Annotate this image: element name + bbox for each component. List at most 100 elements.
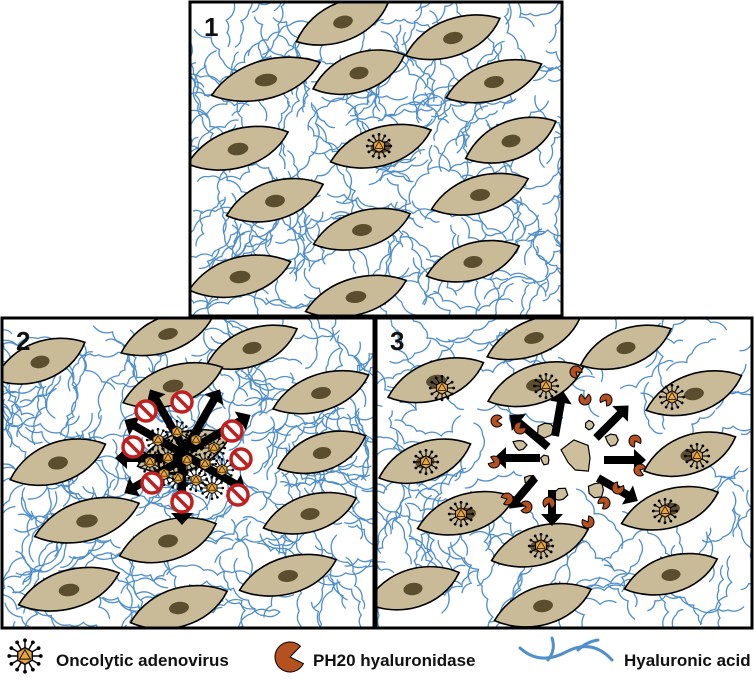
virus-capsid-facet	[172, 427, 182, 435]
ha-fiber	[483, 275, 547, 300]
ha-fiber	[2, 414, 43, 444]
virus-capsid-facet	[159, 469, 169, 477]
virus-knob	[220, 492, 223, 495]
virus-capsid-facet	[191, 435, 201, 443]
virus-knob	[383, 134, 387, 138]
ha-fiber	[344, 517, 374, 525]
legend: Oncolytic adenovirus PH20 hyaluronidase …	[7, 636, 751, 674]
virus-knob	[658, 395, 662, 399]
virus-knob	[367, 138, 371, 142]
virus-capsid	[206, 481, 218, 495]
ha-fiber	[433, 77, 455, 141]
virus-capsid-facet	[421, 456, 431, 465]
cell-nucleus	[470, 189, 490, 201]
ha-fiber	[716, 564, 725, 628]
virus-knob	[222, 452, 225, 455]
virus-knob	[162, 461, 166, 465]
tumor-cell	[190, 254, 292, 299]
enzyme-body	[513, 421, 527, 435]
tumor-cell	[262, 491, 358, 535]
virus-knob	[151, 429, 154, 432]
virus-knob	[189, 448, 192, 451]
oncolytic-adenovirus-icon	[412, 448, 440, 476]
ha-fiber	[354, 408, 370, 481]
ha-fiber	[300, 195, 326, 265]
tumor-cell	[17, 566, 121, 612]
ha-fiber	[92, 457, 132, 480]
virus-knob	[162, 429, 165, 432]
virus-knob	[434, 396, 438, 400]
tumor-cell	[425, 239, 521, 283]
cell-nucleus	[278, 570, 298, 582]
virus-knob	[194, 449, 198, 453]
virus-knob	[676, 385, 680, 389]
ha-fiber	[190, 248, 220, 259]
virus-knob	[214, 462, 218, 466]
ha-fiber	[557, 115, 562, 120]
virus-knob	[430, 392, 434, 396]
virus-capsid-facet	[217, 465, 227, 473]
virus-knob	[664, 405, 668, 409]
virus-knob	[215, 459, 218, 462]
virus-knob	[167, 438, 171, 442]
virus-knob	[189, 469, 192, 472]
ha-fiber	[328, 560, 374, 578]
pac-enzyme-icon	[542, 496, 556, 510]
virus-knob	[205, 496, 208, 499]
ha-fiber	[516, 2, 535, 28]
oncolytic-adenovirus-icon	[365, 132, 393, 160]
ha-fiber	[542, 194, 562, 205]
virus-knob	[201, 481, 204, 484]
virus-knob	[465, 522, 469, 526]
arrow-shape	[171, 455, 193, 525]
ha-fiber	[31, 605, 58, 628]
virus-capsid	[436, 381, 448, 395]
virus-knob	[212, 435, 216, 439]
virus-capsid-facet	[536, 540, 546, 549]
virus-knob	[148, 449, 152, 453]
virus-knob	[204, 444, 207, 447]
cells-panel-2	[2, 318, 370, 628]
enzyme-body	[487, 455, 501, 469]
ha-fiber	[190, 109, 209, 119]
virus-knob	[424, 472, 428, 476]
virus-knob	[230, 474, 233, 477]
virus-knob	[30, 640, 35, 645]
virus-knob	[209, 468, 213, 472]
virus-knob	[168, 482, 171, 485]
cell-nucleus	[403, 582, 423, 596]
ha-fiber	[376, 364, 425, 385]
tumor-cell	[190, 125, 290, 171]
blocked-sign	[140, 471, 164, 495]
ha-fiber	[450, 541, 494, 628]
virus-knob	[434, 376, 438, 380]
virus-capsid-facet	[182, 455, 192, 463]
legend-label-ha: Hyaluronic acid	[624, 651, 751, 670]
ha-fiber	[195, 210, 205, 247]
cell-nucleus	[616, 341, 636, 355]
tumor-cell	[304, 274, 408, 316]
ha-fiber	[557, 157, 562, 201]
ha-fiber	[606, 583, 636, 620]
virus-knob	[191, 468, 194, 471]
spread-arrow	[508, 475, 539, 509]
virus-capsid	[172, 471, 184, 485]
ha-fiber	[120, 345, 137, 420]
panel-label-1: 1	[204, 12, 218, 42]
oncolytic-adenovirus-icon	[174, 447, 200, 473]
ha-fiber	[732, 489, 752, 537]
ha-fiber	[553, 182, 562, 254]
pac-enzyme-icon	[490, 414, 503, 428]
ha-fiber	[202, 491, 271, 524]
ha-fiber	[225, 2, 236, 48]
ha-fiber	[67, 351, 94, 392]
ha-fiber	[437, 540, 473, 594]
virus-cluster-panel-2	[115, 389, 253, 525]
blocked-slash	[173, 393, 191, 411]
virus-knob	[198, 453, 201, 456]
virus-knob	[187, 476, 191, 480]
ha-fiber	[298, 216, 342, 228]
ha-fiber	[2, 329, 13, 335]
virus-knob	[153, 467, 156, 470]
virus-capsid	[373, 139, 385, 153]
